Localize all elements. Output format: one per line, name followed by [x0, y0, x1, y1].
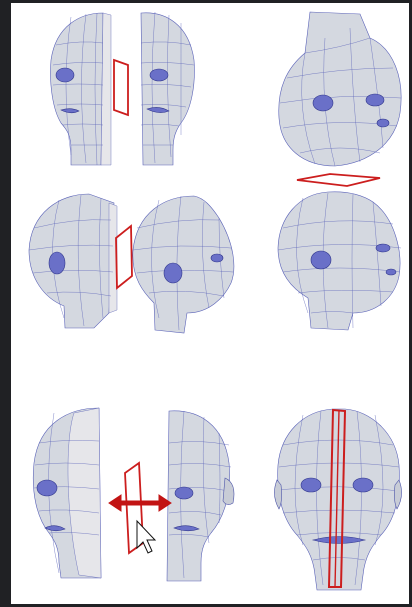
- panel-mirror-drag-view: [19, 403, 249, 588]
- panel-perspective-mirror: [273, 188, 405, 348]
- head-mesh-split-icon: [31, 5, 211, 175]
- panel-top-view-mirror: [275, 8, 405, 193]
- head-mesh-result-icon: [273, 405, 405, 595]
- panel-mirrored-result: [273, 405, 405, 595]
- head-mesh-top-icon: [275, 8, 405, 193]
- panel-split-side-view: [19, 188, 249, 348]
- figure-canvas: [11, 3, 409, 604]
- head-mesh-perspective-icon: [273, 188, 405, 348]
- head-mesh-side-icon: [19, 188, 249, 348]
- head-mesh-drag-icon: [19, 403, 249, 588]
- panel-split-front-view: [31, 5, 211, 175]
